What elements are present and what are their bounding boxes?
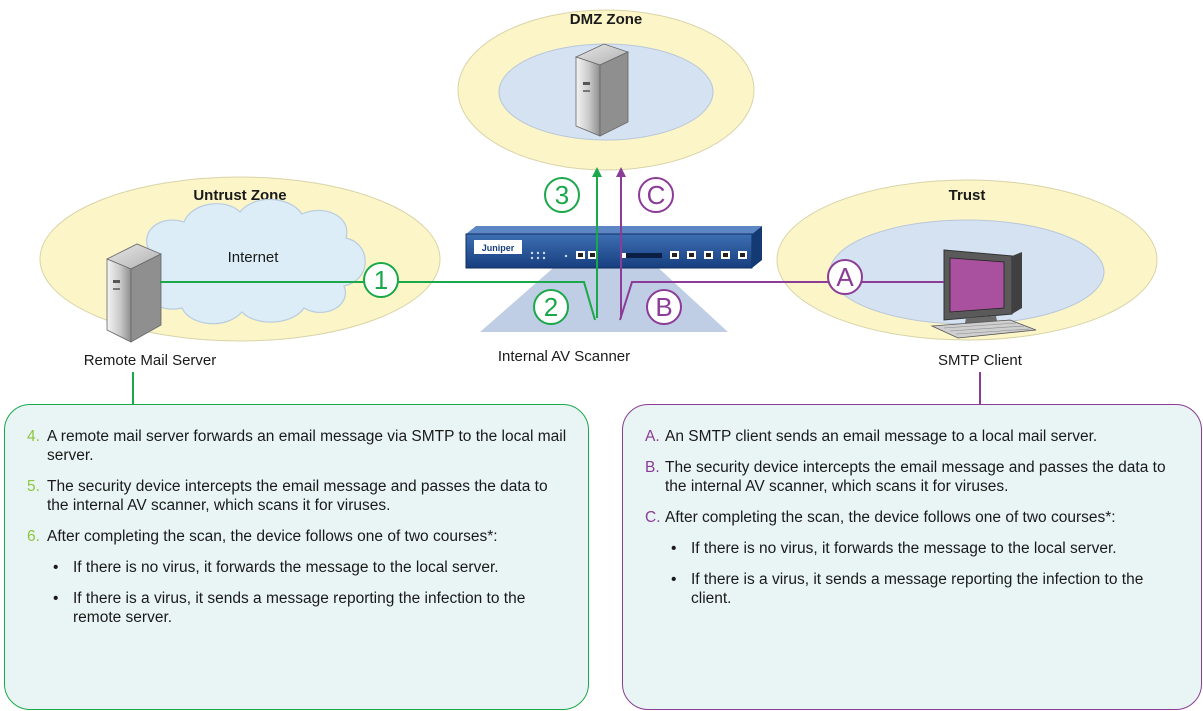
purple-step-a: A [827,259,863,295]
client-step-a: A. An SMTP client sends an email message… [645,428,1098,445]
remote-server-label: Remote Mail Server [84,352,217,369]
internet-label: Internet [228,249,280,266]
purple-step-b: B [646,289,682,325]
trust-zone-label: Trust [949,187,986,204]
remote-bullet-no-virus: •If there is no virus, it forwards the m… [53,559,499,576]
dmz-server-icon [574,43,630,137]
purple-step-c: C [638,177,674,213]
svg-text:3: 3 [555,180,569,210]
client-flow-panel: A. An SMTP client sends an email message… [622,404,1202,710]
client-step-c: C. After completing the scan, the device… [645,508,1183,608]
green-step-1: 1 [363,262,399,298]
device-brand-label: Juniper [482,243,515,253]
remote-server-icon [106,243,162,343]
remote-flow-panel: 4. A remote mail server forwards an emai… [4,404,589,710]
remote-bullet-virus: •If there is a virus, it sends a message… [53,590,526,626]
green-flow [132,167,602,404]
svg-text:A: A [836,262,854,292]
svg-text:C: C [647,180,666,210]
smtp-client-icon [930,249,1037,339]
remote-step-6: 6. After completing the scan, the device… [27,527,570,627]
scanner-triangle [480,262,728,332]
client-label: SMTP Client [938,352,1023,369]
client-bullet-no-virus: •If there is no virus, it forwards the m… [671,540,1117,557]
dmz-zone-label: DMZ Zone [570,11,643,28]
green-step-2: 2 [533,289,569,325]
remote-step-4: 4. A remote mail server forwards an emai… [27,428,567,464]
svg-text:B: B [655,292,672,322]
svg-text:1: 1 [374,265,388,295]
internet-cloud: Internet [133,198,366,325]
client-step-b: B. The security device intercepts the em… [645,459,1166,495]
green-step-3: 3 [544,177,580,213]
remote-step-5: 5. The security device intercepts the em… [27,478,548,514]
client-bullet-virus: •If there is a virus, it sends a message… [671,571,1144,607]
svg-text:2: 2 [544,292,558,322]
security-device-icon: Juniper [465,226,762,269]
scanner-label: Internal AV Scanner [498,348,630,365]
